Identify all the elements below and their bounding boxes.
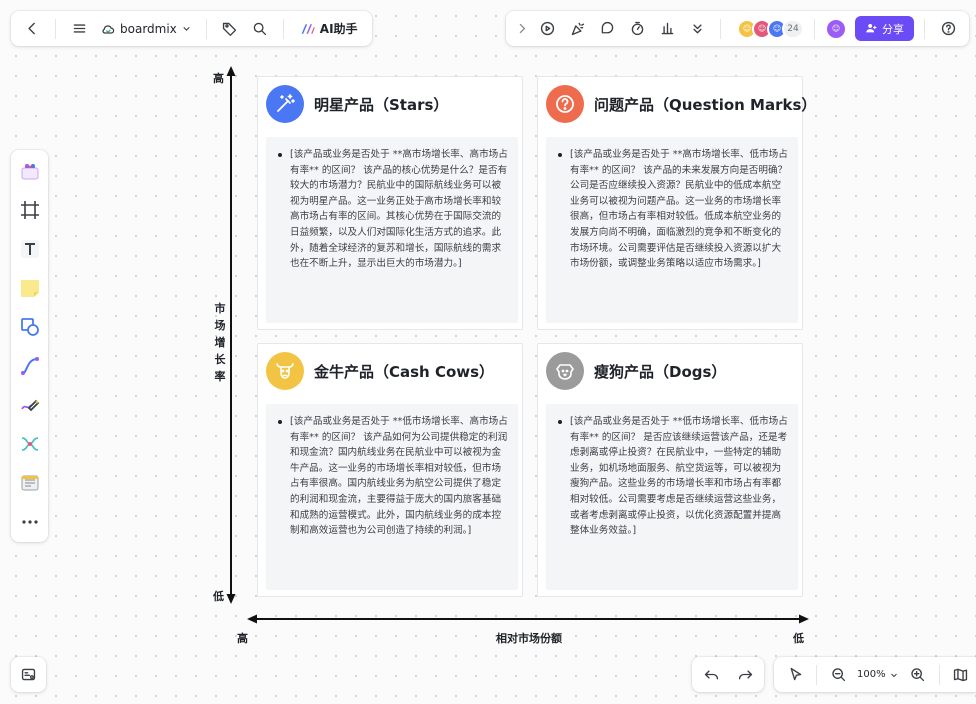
bullet [558,420,562,424]
add-user-icon [866,23,877,33]
cloud-icon [102,24,115,34]
share-label: 分享 [882,22,904,36]
map-icon[interactable] [948,662,974,688]
divider [924,18,925,39]
mind-map-icon[interactable] [16,429,44,458]
collaborators-group[interactable]: ☺ ☺ ☺ 24 [737,18,804,39]
table-icon[interactable] [16,468,44,497]
question-icon [546,85,584,123]
template-icon[interactable] [16,156,44,185]
quadrant-text-box[interactable]: [该产品或业务是否处于 **低市场增长率、低市场占有率** 的区间？ 是否应该继… [546,404,798,590]
quadrant-dogs[interactable]: 瘦狗产品（Dogs） [该产品或业务是否处于 **低市场增长率、低市场占有率**… [537,343,803,597]
quadrant-stars[interactable]: 明星产品（Stars） [该产品或业务是否处于 **高市场增长率、高市场占有率*… [257,76,523,330]
dog-icon [546,352,584,390]
quadrant-text: [该产品或业务是否处于 **低市场增长率、高市场占有率** 的区间？ 该产品如何… [290,416,508,537]
quadrant-text-box[interactable]: [该产品或业务是否处于 **高市场增长率、高市场占有率** 的区间？ 该产品的核… [266,137,518,323]
quadrant-question-marks[interactable]: 问题产品（Question Marks） [该产品或业务是否处于 **高市场增长… [537,76,816,330]
quadrant-text-box[interactable]: [该产品或业务是否处于 **低市场增长率、高市场占有率** 的区间？ 该产品如何… [266,404,518,590]
x-axis-line [247,614,809,624]
divider [816,664,817,685]
quadrant-cash-cows[interactable]: 金牛产品（Cash Cows） [该产品或业务是否处于 **低市场增长率、高市场… [257,343,523,597]
y-axis-title: 市场增长率 [214,302,226,383]
y-axis-high-label: 高 [213,72,224,85]
x-axis-low-label: 低 [793,632,804,645]
chevron-down-icon [183,27,190,31]
divider [205,18,207,39]
undo-redo-group [692,657,764,692]
file-brand-menu[interactable]: boardmix [96,21,196,37]
quadrant-text: [该产品或业务是否处于 **高市场增长率、低市场占有率** 的区间？ 该产品的未… [570,149,788,270]
celebrate-icon[interactable] [564,16,590,42]
bullet [278,153,282,157]
redo-icon[interactable] [732,662,758,688]
menu-icon[interactable] [66,16,92,42]
help-icon[interactable] [935,16,961,42]
tag-icon[interactable] [217,16,243,42]
share-button[interactable]: 分享 [855,16,914,41]
quadrant-title: 瘦狗产品（Dogs） [594,362,727,381]
divider [282,18,284,39]
timer-icon[interactable] [624,16,650,42]
zoom-controls: 100% [774,657,976,692]
search-icon[interactable] [247,16,273,42]
pen-icon[interactable] [16,390,44,419]
ai-assistant-button[interactable]: AI助手 [294,20,364,37]
chevron-right-icon[interactable] [514,16,530,42]
collaborator-count: 24 [782,18,804,39]
divider [55,18,56,39]
brand-name: boardmix [120,21,177,36]
more-chevrons-icon[interactable] [684,16,710,42]
minimap-toggle[interactable] [11,657,46,692]
quadrant-title: 金牛产品（Cash Cows） [314,362,495,381]
zoom-in-icon[interactable] [905,662,931,688]
x-axis-title: 相对市场份额 [496,632,562,645]
zoom-level: 100% [857,669,886,680]
quadrant-text: [该产品或业务是否处于 **高市场增长率、高市场占有率** 的区间？ 该产品的核… [290,149,508,270]
back-icon[interactable] [19,16,45,42]
avatar: ☺ [737,18,757,39]
wand-icon [266,85,304,123]
play-icon[interactable] [534,16,560,42]
text-icon[interactable] [16,234,44,263]
more-icon[interactable] [16,507,44,536]
minimap-icon[interactable] [16,662,42,688]
quadrant-title: 明星产品（Stars） [314,95,449,114]
cow-icon [266,352,304,390]
bullet [278,420,282,424]
cursor-icon[interactable] [782,662,808,688]
y-axis-line [226,66,236,604]
chevron-down-icon [890,673,897,677]
sticky-note-icon[interactable] [16,273,44,302]
quadrant-text-box[interactable]: [该产品或业务是否处于 **高市场增长率、低市场占有率** 的区间？ 该产品的未… [546,137,798,323]
zoom-level-select[interactable]: 100% [857,669,899,680]
divider [938,664,940,685]
comment-icon[interactable] [594,16,620,42]
bullet [558,153,562,157]
top-right-toolbar: ☺ ☺ ☺ 24 ☺ 分享 [506,11,969,46]
frame-icon[interactable] [16,195,44,224]
quadrant-text: [该产品或业务是否处于 **低市场增长率、低市场占有率** 的区间？ 是否应该继… [570,416,788,537]
ai-logo-icon [301,23,315,34]
left-toolbar [11,150,48,542]
user-avatar[interactable]: ☺ [825,17,847,40]
undo-icon[interactable] [698,662,724,688]
vote-icon[interactable] [654,16,680,42]
y-axis-low-label: 低 [213,590,224,603]
quadrant-title: 问题产品（Question Marks） [594,95,817,114]
shape-icon[interactable] [16,312,44,341]
divider [814,18,815,39]
divider [720,18,721,39]
ai-assistant-label: AI助手 [319,22,358,36]
connector-icon[interactable] [16,351,44,380]
top-left-toolbar: boardmix AI助手 [11,11,372,46]
x-axis-high-label: 高 [237,632,248,645]
zoom-out-icon[interactable] [825,662,851,688]
